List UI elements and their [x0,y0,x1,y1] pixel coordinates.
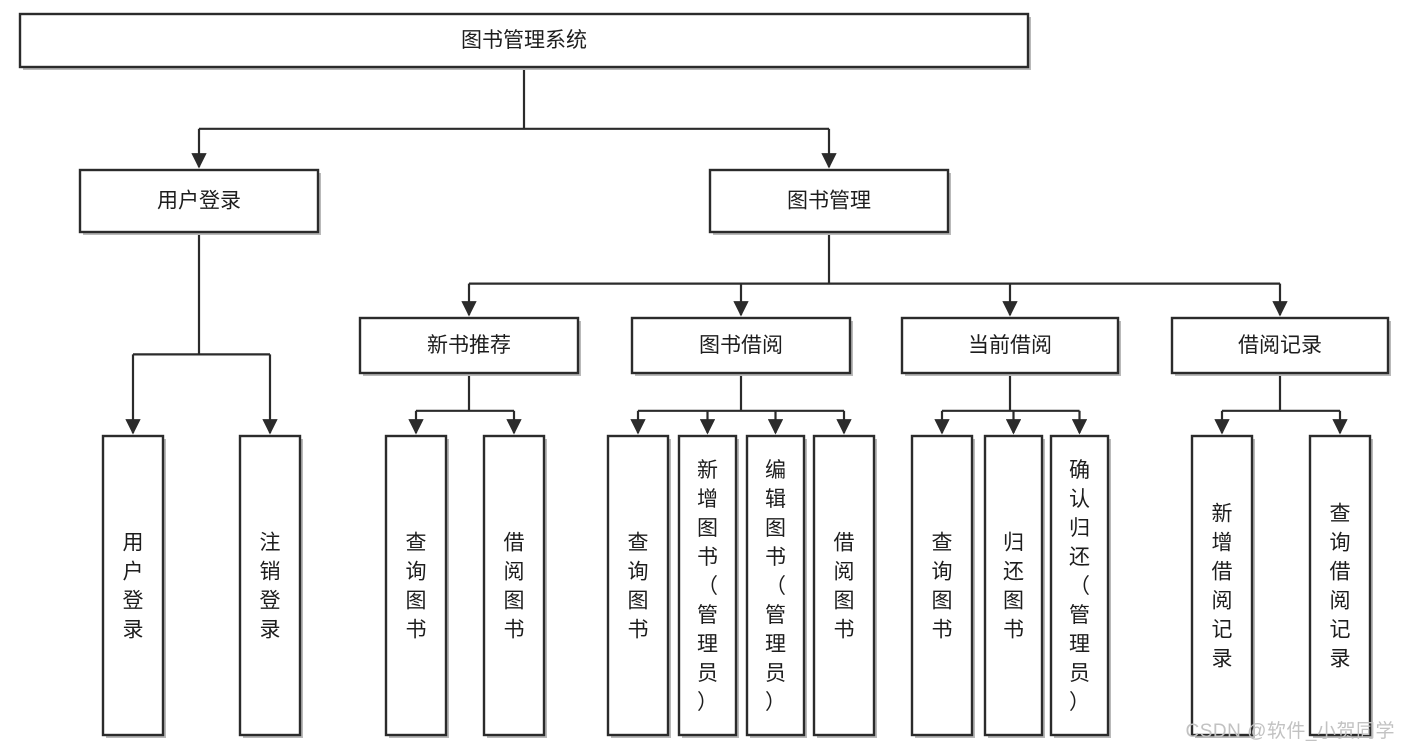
node-label: 注销登录 [260,532,281,642]
node-rect[interactable] [1170,316,1390,375]
node-n16[interactable]: 归还图书 [983,434,1045,738]
node-rect[interactable] [983,434,1044,737]
node-rect[interactable] [18,12,1030,69]
node-label: 查询图书 [932,532,953,642]
node-n19[interactable]: 查询借阅记录 [1308,434,1373,738]
node-rect[interactable] [384,434,448,737]
node-label: 借阅记录 [1238,334,1322,357]
node-label: 图书借阅 [699,334,783,357]
node-rect[interactable] [910,434,974,737]
node-label: 图书管理系统 [461,29,587,52]
node-n17[interactable]: 确认归还（管理员） [1049,434,1111,738]
edges-layer [125,67,1348,435]
nodes-layer: 图书管理系统用户登录图书管理新书推荐图书借阅当前借阅借阅记录用户登录注销登录查询… [18,12,1391,738]
node-label: 查询图书 [406,532,427,642]
node-n3[interactable]: 新书推荐 [358,316,581,376]
node-n0[interactable]: 图书管理系统 [18,12,1031,70]
node-rect[interactable] [1308,434,1372,737]
node-label: 借阅图书 [834,532,855,642]
node-label: 当前借阅 [968,334,1052,357]
node-label: 新增图书（管理员） [697,459,718,714]
node-rect[interactable] [812,434,876,737]
node-rect[interactable] [358,316,580,375]
node-label: 借阅图书 [504,532,525,642]
node-label: 查询借阅记录 [1330,503,1351,671]
node-n11[interactable]: 查询图书 [606,434,671,738]
node-rect[interactable] [101,434,165,737]
node-n18[interactable]: 新增借阅记录 [1190,434,1255,738]
node-n13[interactable]: 编辑图书（管理员） [745,434,807,738]
node-rect[interactable] [1049,434,1110,737]
node-label: 用户登录 [123,532,144,642]
node-rect[interactable] [708,168,950,234]
node-n5[interactable]: 当前借阅 [900,316,1121,376]
node-rect[interactable] [1190,434,1254,737]
node-n10[interactable]: 借阅图书 [482,434,547,738]
node-rect[interactable] [238,434,302,737]
node-n9[interactable]: 查询图书 [384,434,449,738]
node-n1[interactable]: 用户登录 [78,168,321,235]
node-label: 新书推荐 [427,334,511,357]
node-n7[interactable]: 用户登录 [101,434,166,738]
node-rect[interactable] [900,316,1120,375]
node-label: 用户登录 [157,190,241,213]
node-n12[interactable]: 新增图书（管理员） [677,434,739,738]
node-label: 图书管理 [787,190,871,213]
node-n4[interactable]: 图书借阅 [630,316,853,376]
node-rect[interactable] [677,434,738,737]
node-label: 归还图书 [1003,532,1024,642]
node-rect[interactable] [78,168,320,234]
node-rect[interactable] [630,316,852,375]
node-rect[interactable] [745,434,806,737]
node-label: 编辑图书（管理员） [765,459,786,714]
node-n2[interactable]: 图书管理 [708,168,951,235]
node-label: 查询图书 [628,532,649,642]
node-n8[interactable]: 注销登录 [238,434,303,738]
node-n15[interactable]: 查询图书 [910,434,975,738]
node-rect[interactable] [606,434,670,737]
node-n6[interactable]: 借阅记录 [1170,316,1391,376]
node-label: 新增借阅记录 [1212,503,1233,671]
node-n14[interactable]: 借阅图书 [812,434,877,738]
node-rect[interactable] [482,434,546,737]
node-label: 确认归还（管理员） [1069,459,1090,714]
